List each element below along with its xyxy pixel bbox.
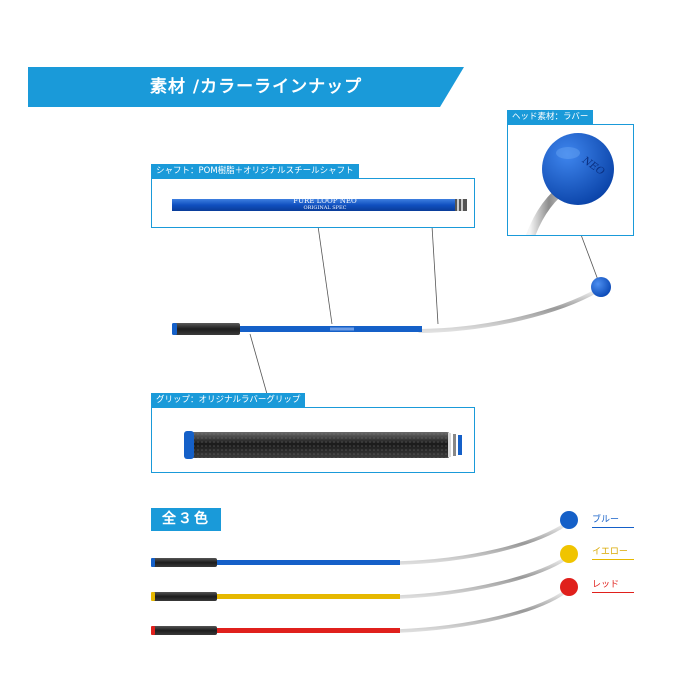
color-count-badge: 全３色 <box>151 508 221 531</box>
title-banner <box>28 67 464 107</box>
shaft-connector-line <box>317 225 333 325</box>
rubber-head-ball <box>591 277 611 297</box>
head-connector-line <box>579 231 599 281</box>
grip-end-cap <box>172 323 177 335</box>
red-club <box>151 578 578 635</box>
color-label-blue: ブルー <box>592 512 634 528</box>
shaft-brand-text: FURE LOOP NEO <box>293 197 357 205</box>
grip-connector-line <box>249 333 268 395</box>
shaft-callout-box: FURE LOOP NEO ORIGINAL SPEC <box>151 178 475 228</box>
yellow-club <box>151 545 578 601</box>
color-label-red: レッド <box>592 577 634 593</box>
shaft-closeup <box>172 199 467 211</box>
grip-material-label: グリップ：オリジナルラバーグリップ <box>151 393 306 408</box>
head-material-label: ヘッド素材：ラバー <box>507 110 594 125</box>
shaft-connector-line <box>431 225 439 325</box>
grip-closeup <box>184 431 462 459</box>
shaft-spec-text: ORIGINAL SPEC <box>303 205 347 211</box>
head-callout-box: NEO <box>507 124 634 236</box>
head-closeup <box>525 133 614 235</box>
steel-shaft <box>418 288 600 333</box>
color-label-yellow: イエロー <box>592 544 634 560</box>
shaft-material-label: シャフト：POM樹脂＋オリジナルスチールシャフト <box>151 164 359 179</box>
shaft-print-mark <box>330 327 354 331</box>
grip-callout-box <box>151 407 475 473</box>
page-title: 素材 /カラーラインナップ <box>150 77 363 97</box>
grip <box>173 323 240 335</box>
blue-club <box>151 511 578 567</box>
